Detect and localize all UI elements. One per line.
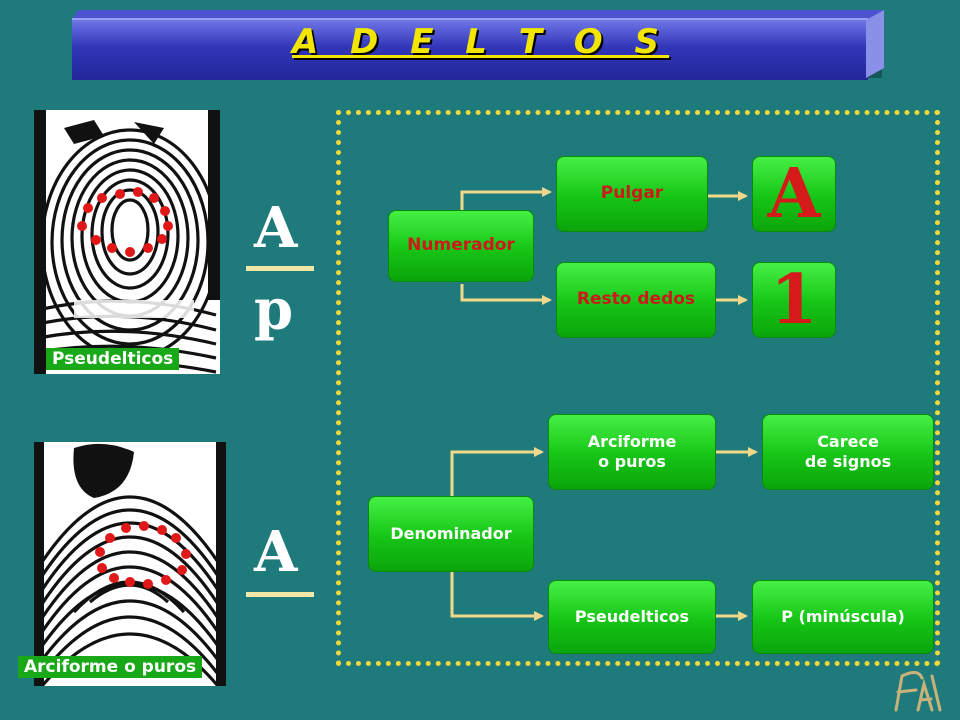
banner-top-face (72, 10, 884, 20)
fingerprint-bottom-graphic (34, 442, 226, 686)
signature-logo (894, 671, 942, 712)
fingerprint-top-graphic (34, 110, 220, 374)
node-pulgar: Pulgar (556, 156, 708, 232)
formula-fraction-bar-top (246, 266, 314, 271)
node-arciforme-o-puros: Arciforme o puros (548, 414, 716, 490)
formula-fraction-bar-bottom (246, 592, 314, 597)
connector-denominator-pseudelticos (450, 572, 544, 621)
title-banner (72, 18, 868, 80)
node-p-minuscula: P (minúscula) (752, 580, 934, 654)
formula-second-letter: A (254, 519, 298, 585)
fingerprint-label-bottom: Arciforme o puros (18, 656, 203, 678)
connector-numerator-resto (460, 284, 552, 305)
diagram-frame (336, 110, 940, 666)
node-numerador: Numerador (388, 210, 534, 282)
formula-denominator-letter: p (254, 277, 294, 343)
fingerprint-image-bottom (34, 442, 226, 686)
fingerprint-label-top: Pseudelticos (46, 348, 180, 370)
fingerprint-image-top (34, 110, 220, 374)
node-result-1: 1 (752, 262, 836, 338)
node-carece-de-signos: Carece de signos (762, 414, 934, 490)
banner-side-face (866, 10, 884, 78)
node-denominador: Denominador (368, 496, 534, 572)
slide-title: A D E L T O S (292, 22, 670, 62)
node-pseudelticos: Pseudelticos (548, 580, 716, 654)
formula-numerator-letter: A (254, 195, 298, 261)
node-result-a: A (752, 156, 836, 232)
connector-denominator-arciforme (450, 447, 544, 498)
connector-numerator-pulgar (460, 187, 552, 212)
node-resto-dedos: Resto dedos (556, 262, 716, 338)
